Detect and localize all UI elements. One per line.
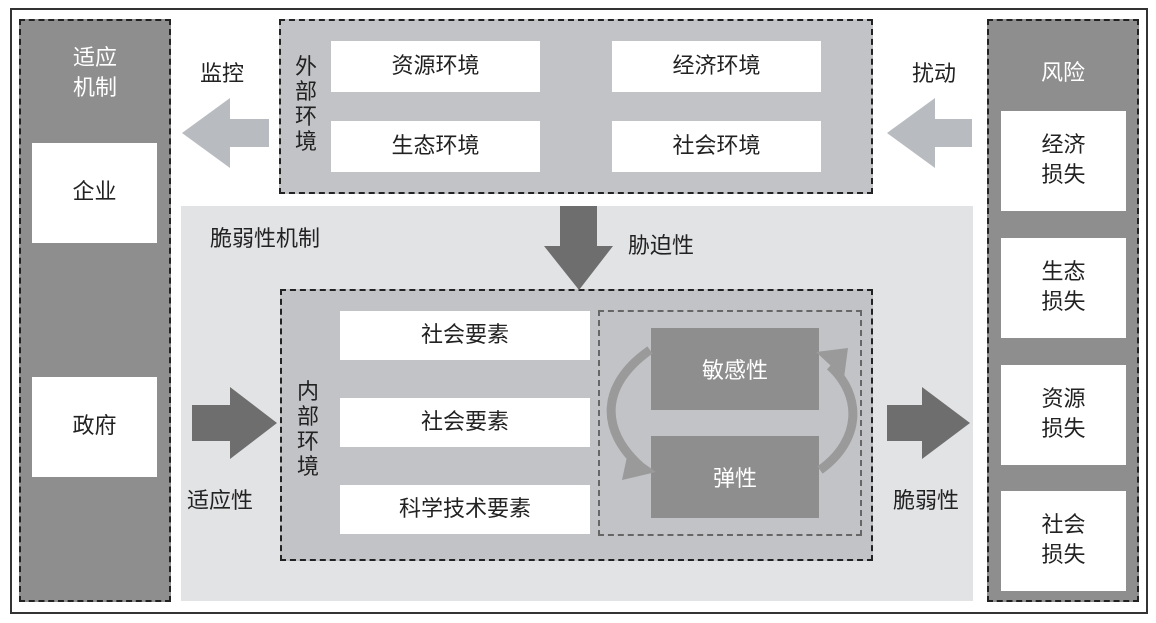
risk-item-line1: 资源 <box>1041 387 1086 412</box>
internal-label-char: 环 <box>296 430 319 455</box>
risk-item-line1: 经济 <box>1041 133 1086 158</box>
cycle-arrow-right-head <box>816 348 848 378</box>
cycle-arrow-left <box>606 346 653 470</box>
external-label-char: 环 <box>294 105 317 130</box>
adaptation-item-enterprise: 企业 <box>32 143 157 243</box>
adaptation-mechanism-title: 适应 机制 <box>19 44 171 104</box>
risk-item-resource-loss: 资源 损失 <box>1001 365 1126 465</box>
adaptation-title-line1: 适应 <box>72 46 117 71</box>
disturbance-arrow <box>887 98 972 168</box>
risk-item-line2: 损失 <box>1041 163 1086 188</box>
risk-item-line1: 生态 <box>1041 260 1086 285</box>
internal-label-char: 内 <box>296 380 319 405</box>
risk-item-social-loss: 社会 损失 <box>1001 491 1126 591</box>
external-item-economic: 经济环境 <box>612 41 821 92</box>
stress-label: 胁迫性 <box>628 234 695 259</box>
adaptive-label: 适应性 <box>187 489 254 514</box>
adaptation-title-line2: 机制 <box>72 76 117 101</box>
risk-item-line2: 损失 <box>1041 417 1086 442</box>
disturbance-label: 扰动 <box>912 62 957 87</box>
risk-title: 风险 <box>1040 61 1085 86</box>
risk-item-ecological-loss: 生态 损失 <box>1001 238 1126 338</box>
cycle-arrow-right <box>817 362 858 474</box>
resilience-box: 弹性 <box>651 436 819 518</box>
internal-environment-label: 内 部 环 境 <box>295 380 321 480</box>
sensitivity-box: 敏感性 <box>651 328 819 410</box>
diagram-frame <box>10 8 1148 614</box>
adaptation-mechanism-column <box>19 19 171 602</box>
monitor-arrow <box>182 98 269 168</box>
cycle-arrow-left-head <box>622 452 656 480</box>
adaptation-item-government: 政府 <box>32 377 157 477</box>
internal-label-char: 境 <box>296 455 319 480</box>
external-label-char: 部 <box>294 80 317 105</box>
monitor-label: 监控 <box>200 62 245 87</box>
external-environment-label: 外 部 环 境 <box>293 55 319 155</box>
vulnerability-arrow <box>887 387 970 459</box>
internal-label-char: 部 <box>296 405 319 430</box>
risk-item-line2: 损失 <box>1041 543 1086 568</box>
external-item-ecological: 生态环境 <box>331 121 540 172</box>
internal-item-technology-factor: 科学技术要素 <box>340 485 590 534</box>
risk-item-line2: 损失 <box>1041 290 1086 315</box>
external-label-char: 外 <box>294 55 317 80</box>
external-item-resource: 资源环境 <box>331 41 540 92</box>
adaptive-arrow <box>192 387 277 459</box>
external-label-char: 境 <box>294 130 317 155</box>
risk-item-economic-loss: 经济 损失 <box>1001 111 1126 211</box>
vulnerability-label: 脆弱性 <box>893 489 960 514</box>
internal-item-social-factor-1: 社会要素 <box>340 311 590 360</box>
risk-item-line1: 社会 <box>1041 513 1086 538</box>
internal-item-social-factor-2: 社会要素 <box>340 398 590 447</box>
vulnerability-mechanism-title: 脆弱性机制 <box>210 227 321 252</box>
external-item-social: 社会环境 <box>612 121 821 172</box>
stress-arrow <box>544 206 613 290</box>
